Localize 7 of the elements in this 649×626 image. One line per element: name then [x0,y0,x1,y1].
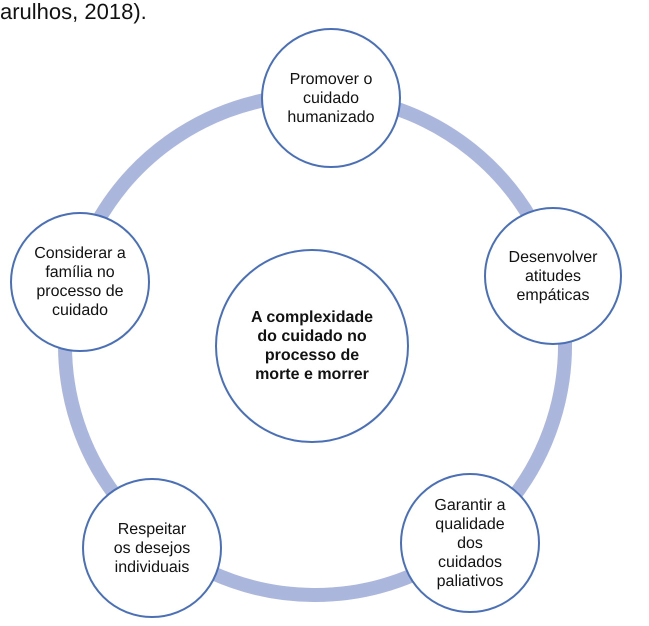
node-text: Desenvolver atitudes empáticas [508,248,598,304]
node-text: A complexidade do cuidado no processo de morte e morrer [250,308,374,384]
node-text: Considerar a família no processo de cuidado [33,244,127,320]
node-text: Respeitar os desejos individuais [112,520,192,576]
node-text: Promover o cuidado humanizado [286,70,376,126]
citation-text: arulhos, 2018). [0,0,147,24]
node-text: Garantir a qualidade dos cuidados paliativos [433,496,507,590]
